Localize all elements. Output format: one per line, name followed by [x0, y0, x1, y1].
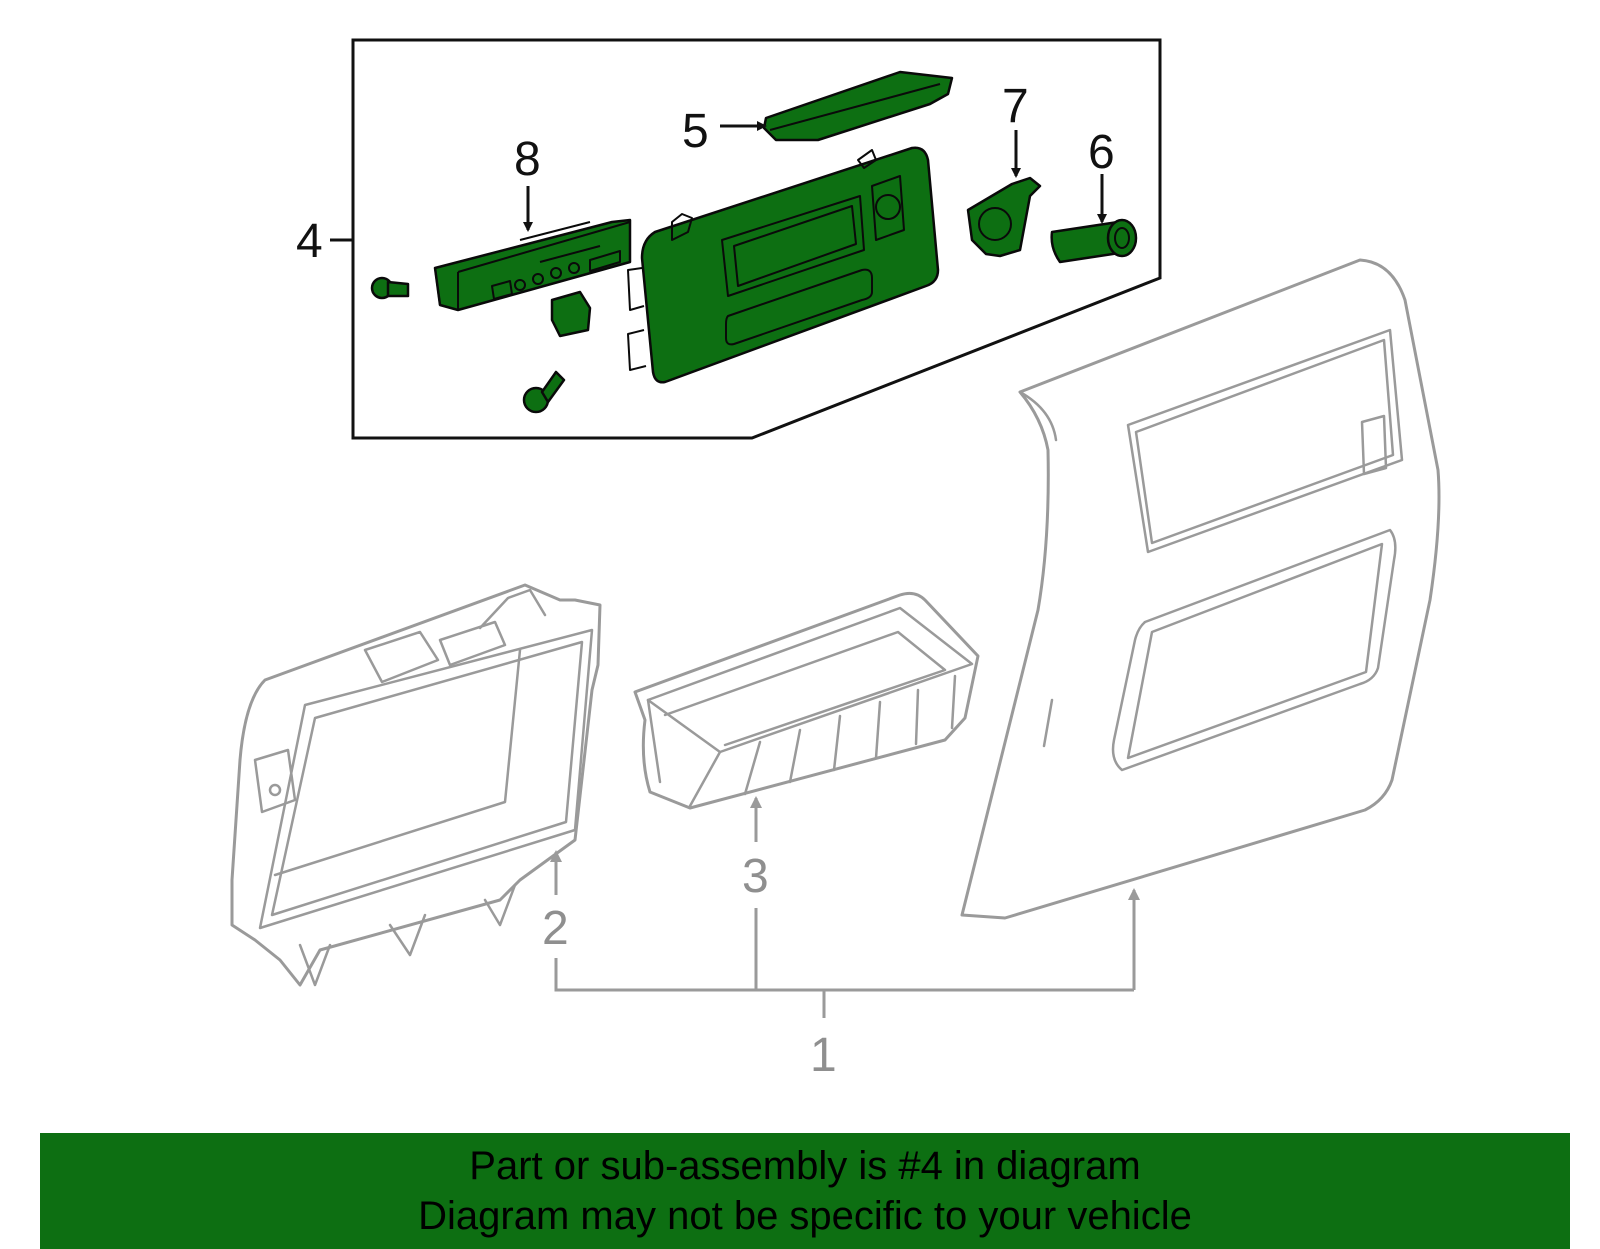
- screw-lower: [522, 370, 566, 414]
- console-housing: [960, 258, 1441, 920]
- faceplate-bezel: [627, 146, 940, 384]
- assembly-inset-box: [351, 38, 1162, 440]
- callout-2: 2: [542, 902, 569, 955]
- callout-3: 3: [742, 850, 769, 903]
- bracket-1: [554, 958, 1134, 992]
- callout-4: 4: [296, 215, 323, 268]
- callout-5: 5: [682, 105, 709, 158]
- callout-6: 6: [1088, 126, 1115, 179]
- banner-line-1: Part or sub-assembly is #4 in diagram: [469, 1144, 1141, 1188]
- retainer-clip: [550, 290, 592, 338]
- callout-7: 7: [1002, 80, 1029, 133]
- storage-bin: [633, 591, 980, 810]
- front-tray: [230, 583, 602, 987]
- accessory-bezel: [966, 176, 1042, 258]
- info-banner: Part or sub-assembly is #4 in diagram Di…: [40, 1133, 1570, 1249]
- power-outlet: [1050, 218, 1138, 264]
- top-trim-strip-edge: [769, 83, 941, 131]
- callout-1: 1: [810, 1029, 837, 1082]
- banner-line-2: Diagram may not be specific to your vehi…: [418, 1194, 1192, 1238]
- control-switch-module: [433, 218, 632, 312]
- callout-8: 8: [514, 133, 541, 186]
- screw-upper: [370, 276, 410, 300]
